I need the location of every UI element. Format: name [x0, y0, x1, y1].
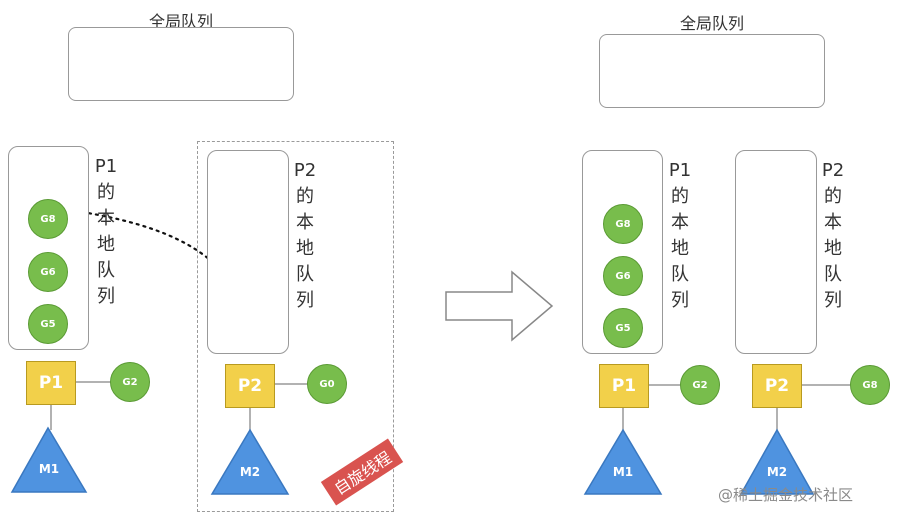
machine-m1-label-right: M1	[612, 465, 634, 479]
global-queue-right	[599, 34, 825, 108]
global-queue-left	[68, 27, 294, 101]
global-queue-title-left: 全局队列	[148, 12, 213, 31]
machine-m2-label-left: M2	[239, 465, 261, 479]
watermark: @稀土掘金技术社区	[718, 486, 854, 504]
processor-p2-left: P2	[225, 364, 275, 408]
p2-local-queue-left	[207, 150, 289, 354]
goroutine-g2-left: G2	[110, 362, 150, 402]
goroutine-g8-running-right: G8	[850, 365, 890, 405]
processor-p1-right: P1	[599, 364, 649, 408]
machine-m1-label-left: M1	[38, 462, 60, 476]
global-queue-title-right: 全局队列	[679, 14, 744, 33]
transition-arrow	[445, 270, 554, 342]
goroutine-g2-right: G2	[680, 365, 720, 405]
goroutine-g8-left: G8	[28, 199, 68, 239]
machine-m2-label-right: M2	[766, 465, 788, 479]
p2-local-queue-right	[735, 150, 817, 354]
m1-triangle-right	[583, 428, 663, 495]
m1-triangle-left	[10, 426, 88, 493]
goroutine-g5-right: G5	[603, 308, 643, 348]
goroutine-g6-left: G6	[28, 252, 68, 292]
goroutine-g0-left: G0	[307, 364, 347, 404]
processor-p2-right: P2	[752, 364, 802, 408]
goroutine-g8-right: G8	[603, 204, 643, 244]
m2-triangle-right	[739, 428, 815, 495]
spinning-thread-box	[197, 141, 394, 512]
goroutine-g6-right: G6	[603, 256, 643, 296]
goroutine-g5-left: G5	[28, 304, 68, 344]
m2-triangle-left	[210, 428, 290, 495]
processor-p1-left: P1	[26, 361, 76, 405]
